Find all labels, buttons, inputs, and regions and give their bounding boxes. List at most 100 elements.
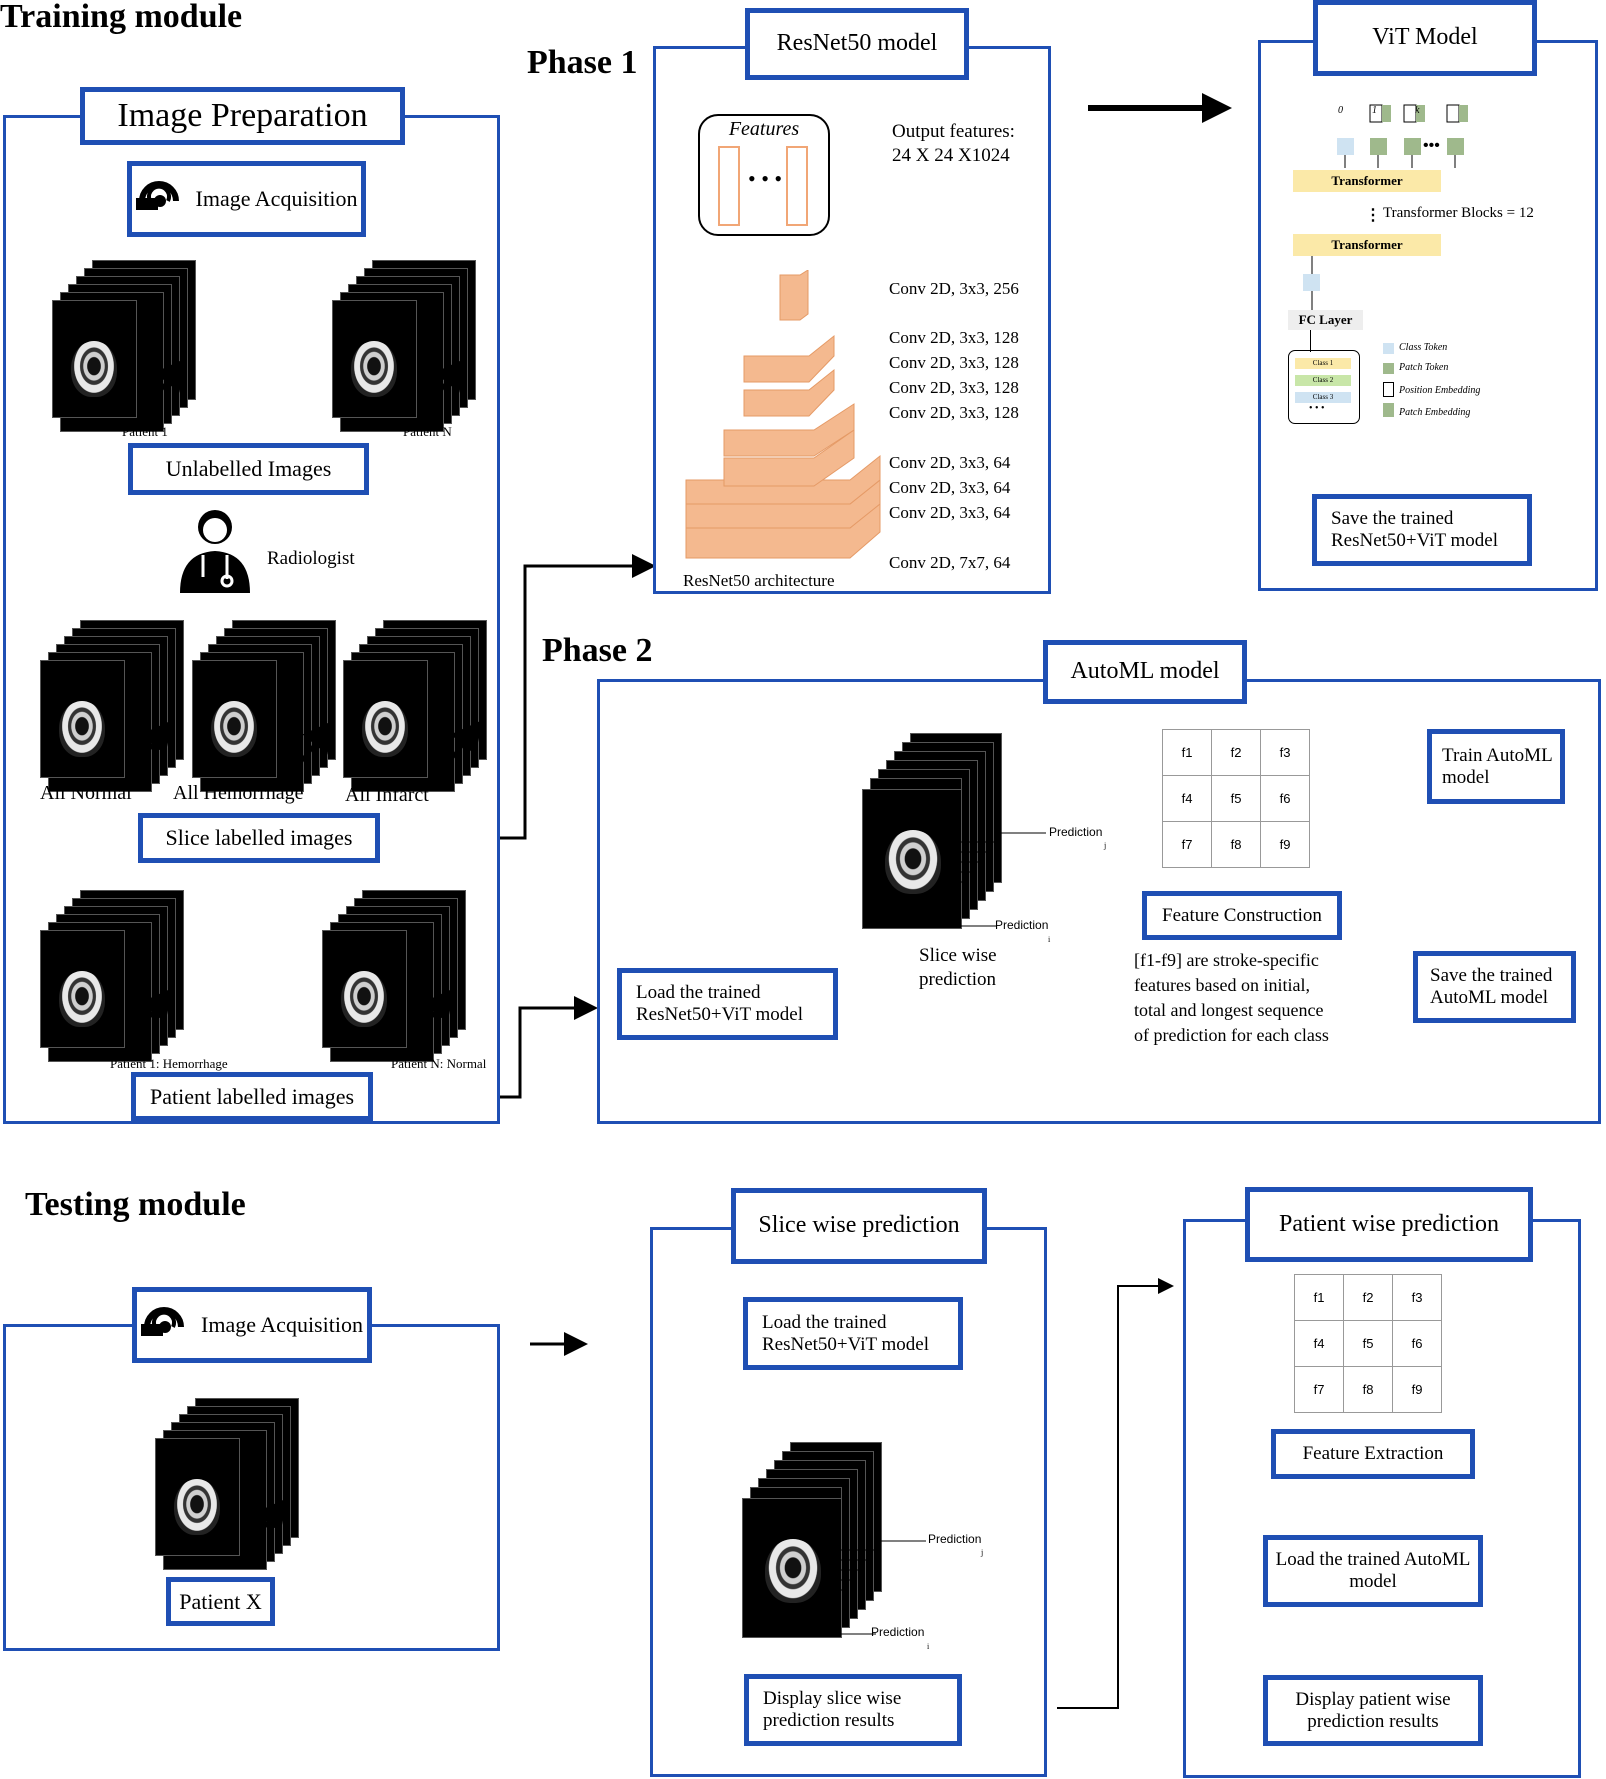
prediction-j-subscript: j (1104, 841, 1107, 850)
ellipsis-icon: • • • (748, 166, 783, 191)
resnet-pyramid-icon (685, 270, 881, 559)
feature-cell: f5 (1343, 1320, 1393, 1367)
display-patient-results-box: Display patient wise prediction results (1263, 1675, 1483, 1746)
token-index-k: k (1415, 105, 1420, 116)
scanner-icon (141, 1305, 191, 1345)
arrow-icon (145, 357, 188, 409)
feature-cell: f9 (1260, 821, 1310, 868)
display-slice-results-box: Display slice wise prediction results (744, 1674, 962, 1746)
radiologist-label: Radiologist (267, 548, 355, 569)
resnet-title: ResNet50 model (745, 8, 969, 80)
prediction-j-label: Prediction (1049, 825, 1103, 839)
layer-label-0: Conv 2D, 3x3, 256 (889, 279, 1019, 298)
features-box: Features • • • (698, 114, 830, 236)
scanner-icon (135, 179, 186, 219)
resnet-architecture-caption: ResNet50 architecture (683, 571, 835, 590)
feature-construction-box: Feature Construction (1142, 891, 1342, 940)
layer-label-5: Conv 2D, 3x3, 64 (889, 453, 1011, 472)
layer-label-6: Conv 2D, 3x3, 64 (889, 478, 1011, 497)
test-prediction-j-subscript: j (981, 1548, 984, 1557)
feature-cell: f1 (1294, 1274, 1344, 1321)
fc-connector (1310, 330, 1311, 352)
token-index-1: 1 (1372, 105, 1377, 116)
test-prediction-j-label: Prediction (928, 1532, 982, 1546)
transformer-block-top: Transformer (1293, 170, 1441, 192)
testing-module-title: Testing module (25, 1186, 246, 1223)
feature-note-line-1: [f1-f9] are stroke-specific (1134, 950, 1319, 970)
prediction-i-label: Prediction (995, 918, 1049, 932)
test-prediction-i-label: Prediction (871, 1625, 925, 1639)
all-normal-label: All Normal (40, 782, 132, 804)
save-resnet-vit-box: Save the trained ResNet50+ViT model (1312, 494, 1532, 566)
arrow-icon (131, 987, 174, 1039)
arrow-icon (131, 719, 174, 771)
legend-patch-embedding: Patch Embedding (1399, 407, 1471, 418)
feature-column-icon (718, 146, 740, 226)
arrow-slice-to-patient (1057, 1278, 1174, 1709)
position-embedding-swatch (1383, 382, 1394, 397)
layer-label-4: Conv 2D, 3x3, 128 (889, 403, 1019, 422)
feature-column-icon (786, 146, 808, 226)
ct-stack-phase2 (862, 733, 1002, 929)
class-3-chip: Class 3 (1295, 392, 1351, 403)
test-prediction-staircase (830, 1540, 926, 1635)
fc-layer-block: FC Layer (1288, 310, 1363, 330)
feature-cell: f6 (1392, 1320, 1442, 1367)
unlabelled-images-box: Unlabelled Images (128, 443, 369, 495)
legend-patch-token: Patch Token (1399, 362, 1449, 373)
patient-1-caption: Patient 1 (122, 424, 168, 439)
slice-wise-title: Slice wise prediction (731, 1188, 987, 1264)
ct-stack-all-normal (40, 620, 184, 792)
feature-extraction-box: Feature Extraction (1271, 1429, 1475, 1479)
ct-stack-all-hemorrhage (192, 620, 336, 792)
class-2-chip: Class 2 (1295, 375, 1351, 386)
load-resnet-vit-box: Load the trained ResNet50+ViT model (617, 968, 838, 1040)
layer-label-1: Conv 2D, 3x3, 128 (889, 328, 1019, 347)
feature-cell: f1 (1162, 729, 1212, 776)
ct-stack-all-infarct (343, 620, 487, 792)
arrow-icon (246, 1497, 289, 1549)
layer-label-2: Conv 2D, 3x3, 128 (889, 353, 1019, 372)
arrow-icon (413, 987, 456, 1039)
radiologist-icon (180, 510, 250, 593)
load-automl-box: Load the trained AutoML model (1263, 1535, 1483, 1607)
feature-cell: f7 (1162, 821, 1212, 868)
slice-wise-label: Slice wise prediction (919, 945, 997, 990)
svg-text:•••: ••• (1423, 137, 1440, 154)
patient-labelled-box: Patient labelled images (131, 1072, 373, 1121)
patient-x-box: Patient X (166, 1577, 275, 1626)
patch-embedding-swatch (1383, 403, 1394, 417)
vertical-ellipsis-icon: ⋮ (1365, 207, 1381, 224)
feature-cell: f4 (1162, 775, 1212, 822)
ellipsis-icon: • • • (1309, 403, 1325, 414)
output-features-line-2: 24 X 24 X1024 (892, 145, 1010, 166)
patch-token-swatch (1383, 363, 1394, 374)
feature-cell: f8 (1211, 821, 1261, 868)
feature-note-line-3: total and longest sequence (1134, 1000, 1324, 1020)
class-token-swatch (1383, 343, 1394, 354)
feature-cell: f3 (1260, 729, 1310, 776)
feature-cell: f2 (1343, 1274, 1393, 1321)
arrow-icon (441, 719, 484, 771)
feature-cell: f9 (1392, 1366, 1442, 1413)
slice-labelled-box: Slice labelled images (138, 813, 380, 863)
feature-cell: f5 (1211, 775, 1261, 822)
feature-cell: f4 (1294, 1320, 1344, 1367)
image-preparation-title: Image Preparation (80, 87, 405, 145)
acquisition-label: Image Acquisition (195, 186, 358, 212)
features-label: Features (728, 118, 800, 140)
patient-n-caption: Patient N (403, 424, 452, 439)
feature-cell: f6 (1260, 775, 1310, 822)
layer-label-8: Conv 2D, 7x7, 64 (889, 553, 1011, 572)
automl-title: AutoML model (1043, 640, 1247, 704)
vit-title: ViT Model (1313, 0, 1537, 76)
ct-stack-patient-n-normal (322, 890, 466, 1062)
patient-n-normal-caption: Patient N: Normal (391, 1056, 487, 1071)
save-automl-box: Save the trained AutoML model (1413, 951, 1576, 1023)
feature-cell: f2 (1211, 729, 1261, 776)
all-hemorrhage-label: All Hemorrhage (173, 782, 304, 804)
all-infarct-label: All Infarct (345, 784, 429, 806)
feature-cell: f3 (1392, 1274, 1442, 1321)
